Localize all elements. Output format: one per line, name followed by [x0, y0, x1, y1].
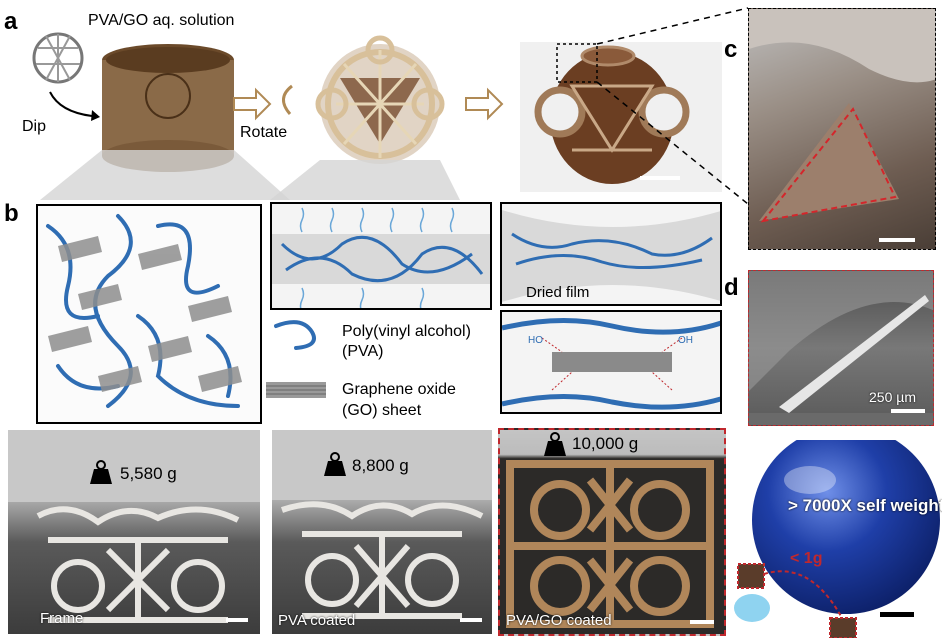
solution-label: PVA/GO aq. solution [88, 12, 235, 29]
go-sheet-icon [266, 382, 326, 398]
panel-h-photo: > 7000X self weight < 1g [730, 440, 942, 638]
blue-ball [752, 440, 940, 614]
panel-f-photo: 8,800 g PVA coated [272, 430, 492, 634]
oh-label: OH [678, 335, 693, 346]
dried-film-label: Dried film [526, 284, 590, 301]
rotate-icon [282, 84, 293, 115]
drying-schematic [270, 202, 492, 310]
scale-label: 250 µm [869, 389, 916, 405]
legend-go-line2: (GO) sheet [342, 402, 422, 419]
pva-chain-icon [274, 320, 316, 350]
panel-label-b: b [4, 200, 19, 227]
dip-arrow-icon [49, 91, 93, 117]
weight-label-e: 5,580 g [120, 464, 177, 483]
weight-label-g: 10,000 g [572, 434, 639, 453]
dip-label: Dip [22, 118, 47, 135]
frame-sphere-icon [32, 32, 84, 84]
process-arrow-icon [233, 87, 272, 121]
panel-label-a: a [4, 8, 18, 35]
panel-label-c: c [724, 36, 738, 63]
coated-frame-icon [315, 35, 445, 164]
panel-c-photo [748, 8, 936, 250]
dried-film-schematic: Dried film [500, 202, 722, 306]
weight-label-f: 8,800 g [352, 456, 409, 475]
weight-icon [324, 452, 346, 476]
legend-pva-line1: Poly(vinyl alcohol) [342, 323, 471, 340]
ho-label: HO [528, 335, 543, 346]
weight-icon [544, 432, 566, 456]
weight-icon [90, 460, 112, 484]
legend-pva-line2: (PVA) [342, 343, 384, 360]
panel-a-illustration [32, 7, 749, 205]
panel-d-sem-image: 250 µm [748, 270, 934, 426]
panel-e-photo: 5,580 g Frame [8, 430, 260, 634]
rotate-label: Rotate [240, 124, 288, 141]
panel-label-d: d [724, 274, 739, 301]
caption-f: PVA coated [278, 612, 356, 629]
caption-e: Frame [40, 610, 84, 627]
caption-g: PVA/GO coated [506, 612, 612, 629]
legend-go-line1: Graphene oxide [342, 381, 456, 398]
panel-g-photo: 10,000 g PVA/GO coated [498, 428, 726, 636]
lattice-sample [737, 563, 765, 589]
pva-go-solution-schematic [36, 204, 262, 424]
mass-label: < 1g [790, 550, 823, 567]
ratio-label: > 7000X self weight [788, 496, 942, 515]
hydrogen-bond-schematic: HO OH [500, 310, 722, 414]
